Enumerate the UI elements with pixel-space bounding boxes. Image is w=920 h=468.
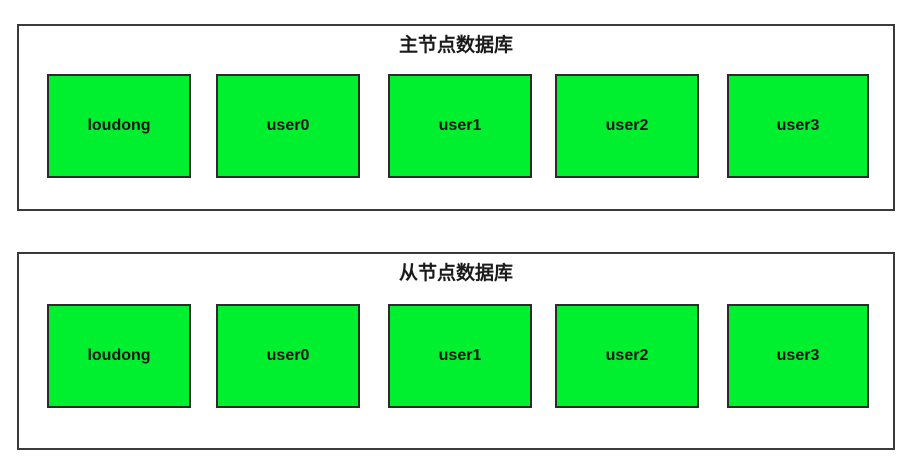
master-box-row: loudong user0 user1 user2 user3 [19,74,893,178]
master-db-box-loudong[interactable]: loudong [47,74,191,178]
slave-db-box-label: user0 [266,347,310,364]
master-db-box-label: user2 [605,117,649,134]
master-panel-title: 主节点数据库 [398,35,513,56]
slave-db-box-user0[interactable]: user0 [216,304,360,408]
slave-panel-title: 从节点数据库 [398,263,513,284]
slave-db-box-loudong[interactable]: loudong [47,304,191,408]
master-db-box-user0[interactable]: user0 [216,74,360,178]
master-database-panel: 主节点数据库 loudong user0 user1 user2 user3 [17,24,895,211]
master-db-box-user3[interactable]: user3 [727,74,869,178]
master-db-box-user2[interactable]: user2 [555,74,699,178]
master-db-box-label: loudong [87,117,151,134]
slave-db-box-label: user2 [605,347,649,364]
slave-db-box-label: user3 [776,347,820,364]
slave-database-panel: 从节点数据库 loudong user0 user1 user2 user3 [17,252,895,450]
slave-box-row: loudong user0 user1 user2 user3 [19,304,893,408]
slave-db-box-user3[interactable]: user3 [727,304,869,408]
slave-db-box-label: user1 [438,347,482,364]
master-db-box-label: user3 [776,117,820,134]
slave-db-box-user2[interactable]: user2 [555,304,699,408]
master-db-box-label: user0 [266,117,310,134]
master-db-box-user1[interactable]: user1 [388,74,532,178]
slave-db-box-user1[interactable]: user1 [388,304,532,408]
slave-db-box-label: loudong [87,347,151,364]
master-db-box-label: user1 [438,117,482,134]
